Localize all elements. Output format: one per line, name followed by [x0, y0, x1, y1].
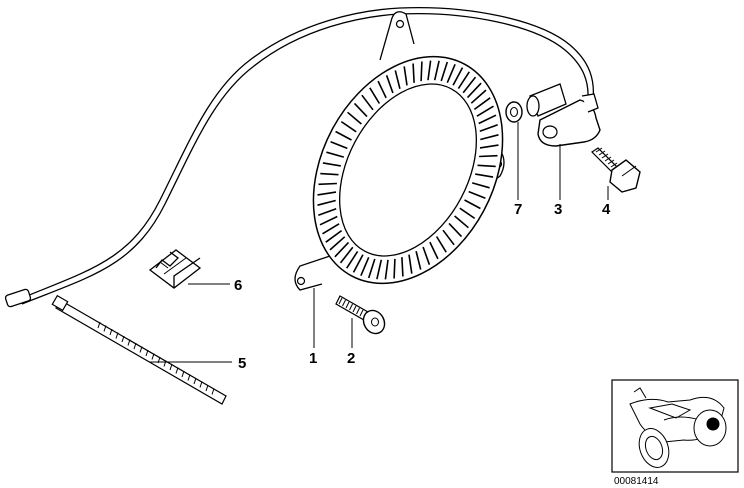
washer: [505, 101, 523, 123]
cable-clip: [148, 249, 202, 289]
reference-number: 00081414: [614, 476, 659, 487]
callout-3: 3: [554, 201, 562, 218]
ring-teeth: [317, 60, 499, 280]
cable-tie: [51, 294, 227, 405]
torx-screw: [335, 295, 386, 335]
abs-sensor-ring: [294, 11, 505, 291]
bolt-threads: [595, 147, 618, 168]
leader-lines: [150, 122, 609, 363]
motorcycle-icon: [629, 387, 727, 468]
location-marker-icon: [706, 417, 720, 431]
callout-1: 1: [309, 350, 317, 367]
hex-bolt: [591, 147, 641, 193]
callout-7: 7: [514, 201, 522, 218]
sensor-cable: [4, 6, 595, 308]
callout-6: 6: [234, 277, 242, 294]
callout-5: 5: [238, 355, 246, 372]
screw-threads: [338, 297, 364, 317]
callout-4: 4: [602, 201, 611, 218]
location-thumbnail: 00081414: [611, 379, 739, 487]
abs-sensor: [526, 83, 601, 147]
tie-teeth: [97, 321, 215, 395]
callout-2: 2: [347, 350, 355, 367]
